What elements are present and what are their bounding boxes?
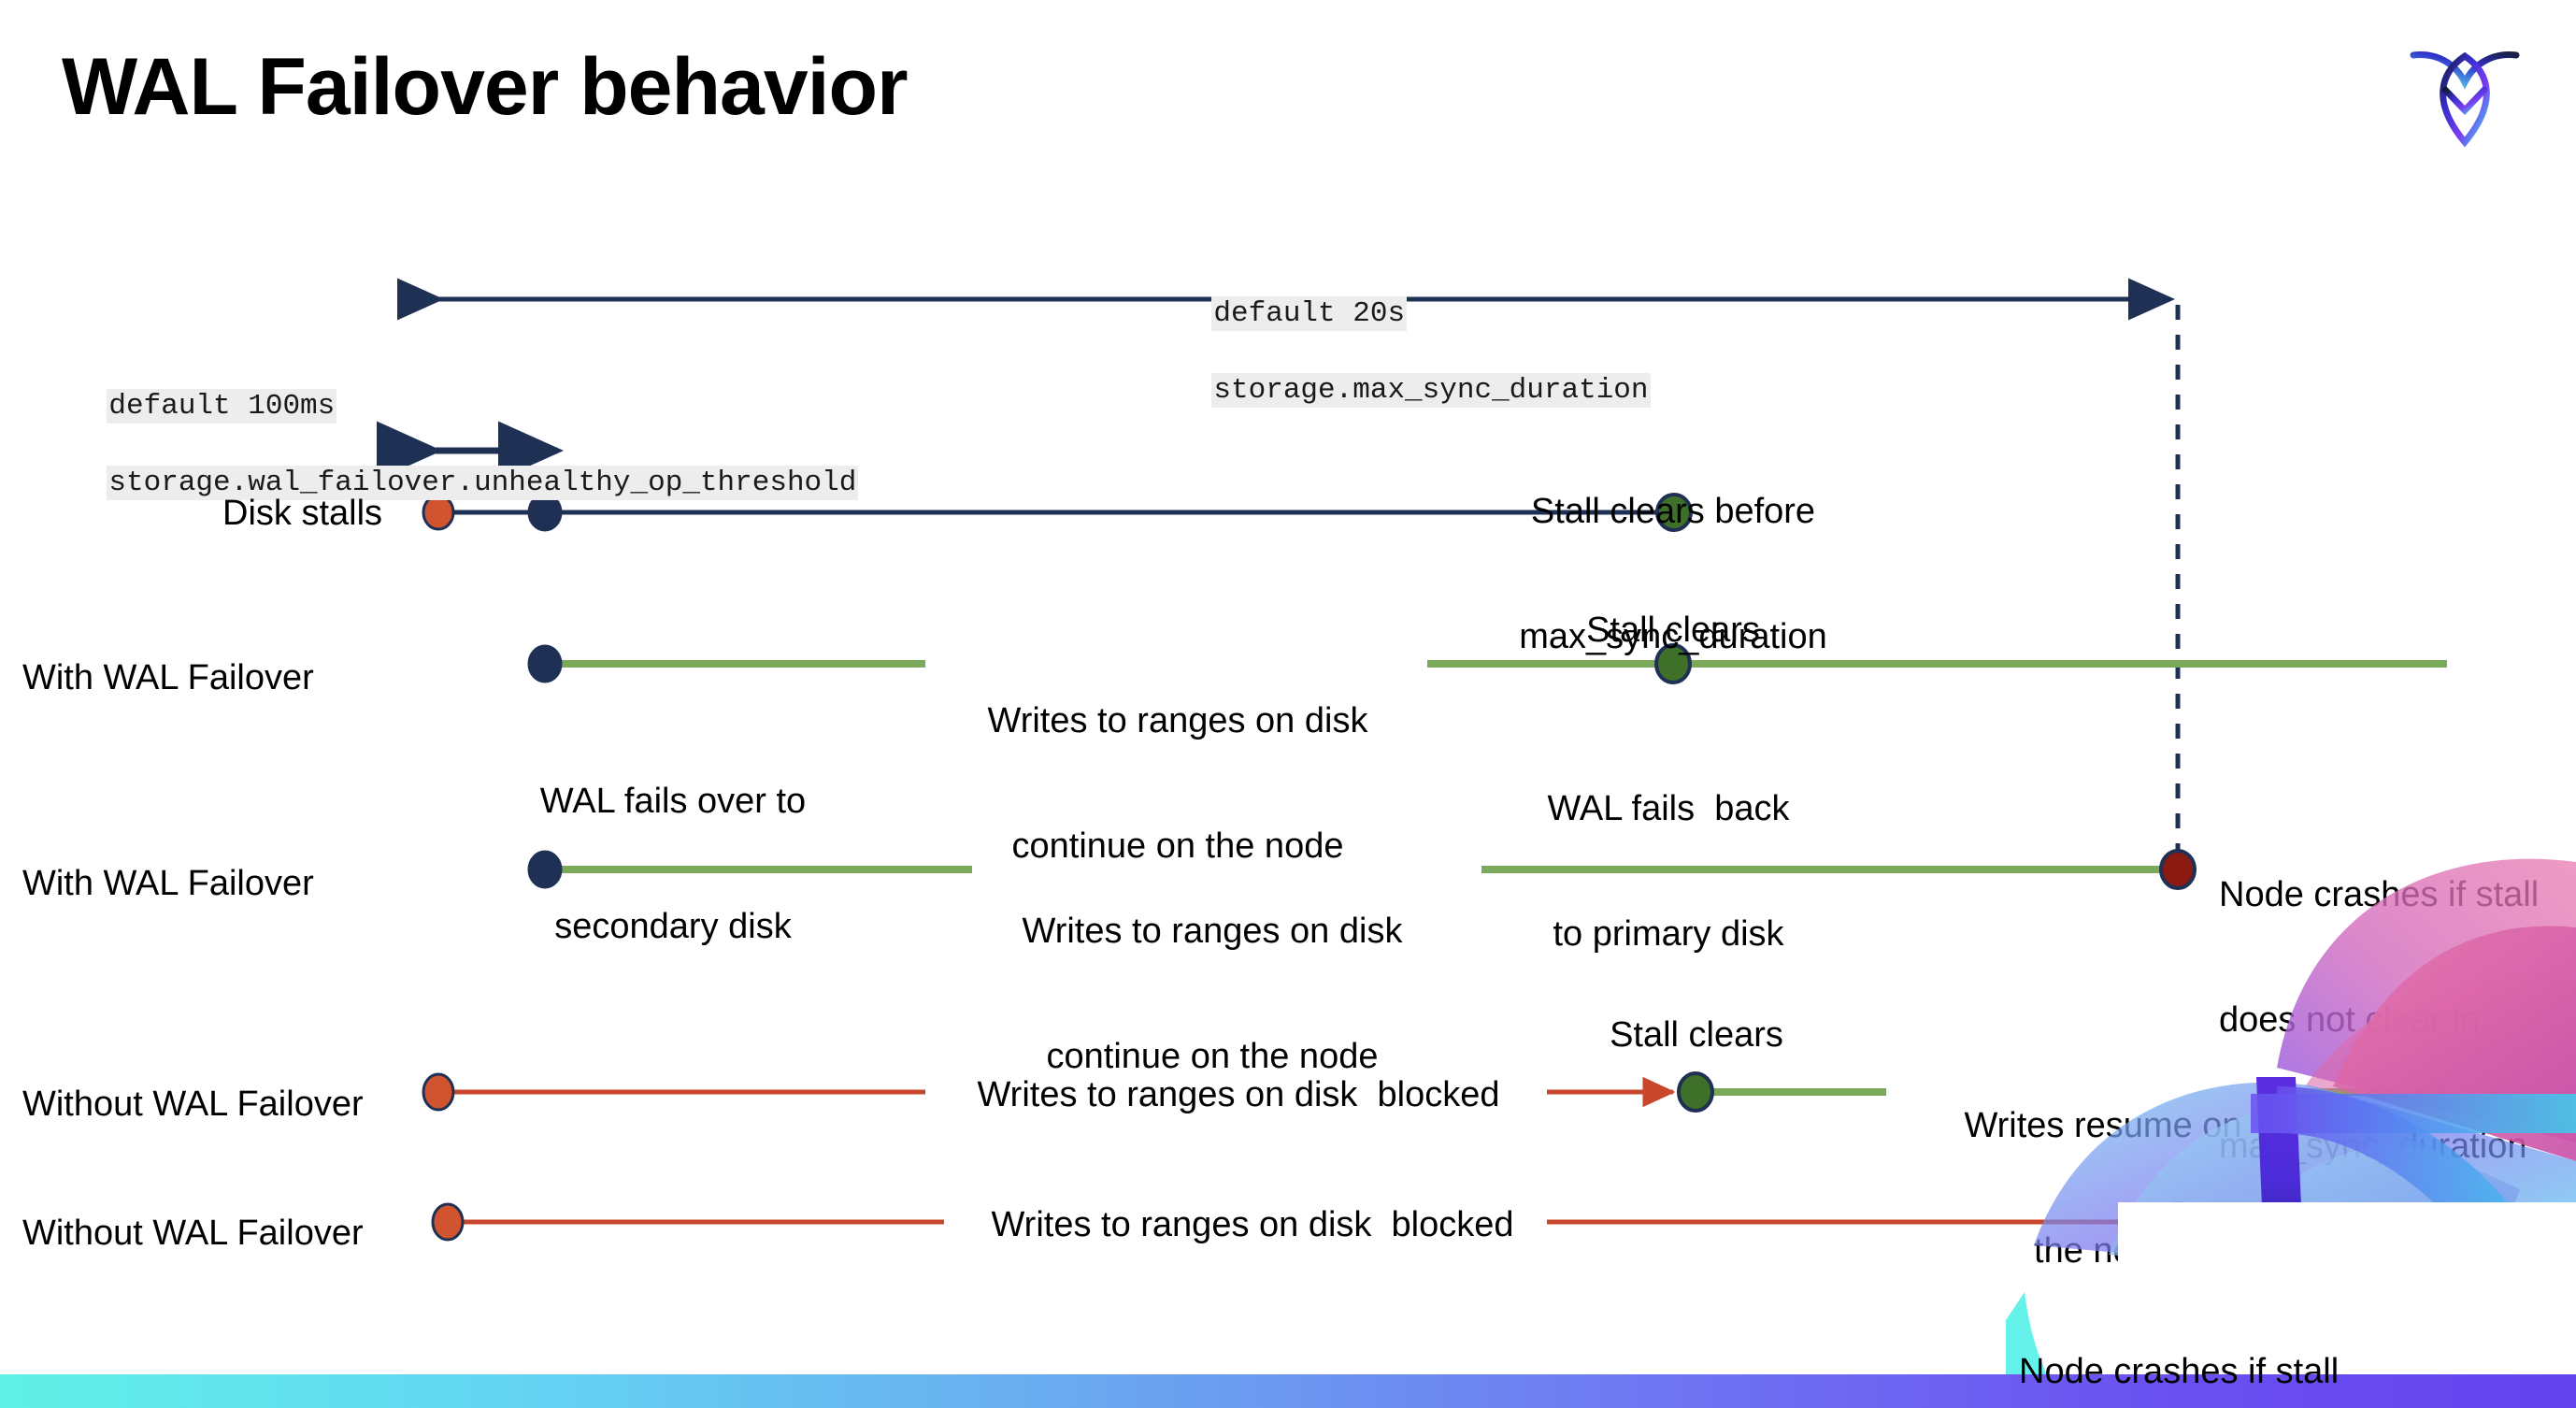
unhealthy-name-label: storage.wal_failover.unhealthy_op_thresh… [107,465,859,500]
cockroachdb-logo-icon [2395,24,2535,155]
annotation-line: Node crashes if stall [2019,1351,2340,1391]
annotation-wal-fails-over: WAL fails over to secondary disk [467,697,879,1032]
annotation-line: WAL fails back [1547,788,1790,828]
row-label-without-wal-failover-1: Without WAL Failover [22,1085,364,1124]
max-sync-name-label: storage.max_sync_duration [1211,372,1651,408]
annotation-line: max_sync_duration [1519,617,1827,657]
row-disk-stalls-track [422,493,1693,532]
annotation-wal-fails-back: WAL fails back to primary disk [1477,704,1860,1040]
caption-backdrop [2118,1202,2576,1376]
annotation-writes-blocked-row5: Writes to ranges on disk blocked [991,1205,1514,1244]
stall-clears-dot [1654,643,1692,684]
annotation-line: Stall clears before [1530,491,1816,531]
unhealthy-default-label: default 100ms [107,388,337,424]
row-label-with-wal-failover-2: With WAL Failover [22,864,314,903]
annotation-stall-clears-row2: Stall clears [1586,611,1760,650]
unhealthy-op-threshold-setting: default 100ms storage.wal_failover.unhea… [37,350,859,541]
row-with-wal-failover-crash-track [527,849,2197,890]
stall-start-dot [431,1202,465,1242]
wal-failover-dot [527,644,563,683]
annotation-line: continue on the node [1011,826,1344,867]
annotation-node-crashes-row5: Node crashes if stall does not clear in … [2019,1267,2411,1408]
row-label-with-wal-failover-1: With WAL Failover [22,658,314,697]
annotation-writes-continue-row2: Writes to ranges on disk continue on the… [935,616,1421,952]
annotation-line: Writes to ranges on disk [1022,911,1403,951]
annotation-line: Node crashes if stall [2219,874,2540,914]
annotation-line: Writes to ranges on disk [987,700,1368,740]
page-title: WAL Failover behavior [62,42,909,132]
row-label-disk-stalls: Disk stalls [222,494,383,533]
stall-clears-dot [1655,493,1693,532]
stall-clears-dot [1677,1071,1714,1113]
bottom-gradient-bar [0,1374,2576,1408]
annotation-line: to primary disk [1553,914,1784,955]
max-sync-default-label: default 20s [1211,295,1408,331]
annotation-line: continue on the node [1046,1037,1379,1077]
stall-start-dot [422,1072,455,1112]
annotation-line: secondary disk [554,907,792,947]
max-sync-duration-setting: default 20s storage.max_sync_duration [1142,257,1651,449]
row-with-wal-failover-recovers-track [527,643,2447,684]
annotation-stall-clears-row4: Stall clears [1610,1015,1783,1055]
annotation-line: Writes resume on [1964,1105,2242,1145]
annotation-stall-clears-before: Stall clears before max_sync_duration [1467,407,1879,742]
annotation-writes-continue-row3: Writes to ranges on disk continue on the… [951,826,1474,1162]
annotation-writes-blocked-row4: Writes to ranges on disk blocked [977,1075,1500,1114]
node-crash-dot [2159,849,2197,890]
wal-failover-dot [527,850,563,889]
annotation-line: WAL fails over to [539,781,807,821]
row-label-without-wal-failover-2: Without WAL Failover [22,1214,364,1253]
